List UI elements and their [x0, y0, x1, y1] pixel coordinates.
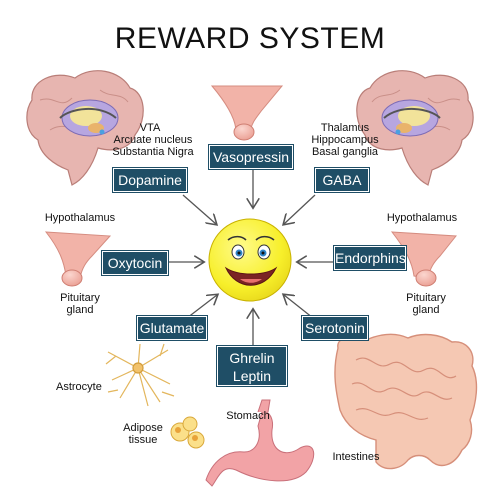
smiley-face [208, 218, 292, 302]
diagram-title: REWARD SYSTEM [114, 22, 386, 55]
box-dopamine: Dopamine [113, 168, 187, 192]
label-stomach: Stomach [226, 410, 270, 422]
label-arcuate-nucleus: Arcuate nucleus [113, 134, 193, 146]
label-pituitary-left: Pituitary gland [60, 292, 100, 316]
label-substantia-nigra: Substantia Nigra [112, 146, 194, 158]
brain-left [26, 70, 144, 186]
intestines [334, 333, 478, 470]
label-vta: VTA [139, 122, 161, 134]
box-oxytocin: Oxytocin [102, 251, 168, 275]
label-intestines: Intestines [332, 451, 380, 463]
label-pituitary-right: Pituitary gland [406, 292, 446, 316]
stomach [205, 399, 315, 487]
pituitary-top [210, 85, 284, 141]
label-hippocampus: Hippocampus [311, 134, 379, 146]
box-vasopressin: Vasopressin [209, 145, 293, 169]
box-gaba: GABA [315, 168, 369, 192]
box-serotonin: Serotonin [302, 316, 368, 340]
label-adipose-tissue: Adipose tissue [123, 422, 163, 446]
label-hypothalamus-left: Hypothalamus [44, 212, 116, 224]
label-thalamus: Thalamus [320, 122, 370, 134]
arrows [166, 166, 334, 346]
box-ghrelin-leptin: Ghrelin Leptin [217, 346, 287, 386]
adipose-cells [170, 416, 205, 449]
label-hypothalamus-right: Hypothalamus [386, 212, 458, 224]
box-glutamate: Glutamate [137, 316, 207, 340]
box-endorphins: Endorphins [334, 246, 406, 270]
astrocyte [105, 343, 175, 407]
brain-right [356, 70, 474, 186]
label-basal-ganglia: Basal ganglia [311, 146, 379, 158]
pituitary-left [44, 231, 112, 287]
label-astrocyte: Astrocyte [56, 381, 102, 393]
